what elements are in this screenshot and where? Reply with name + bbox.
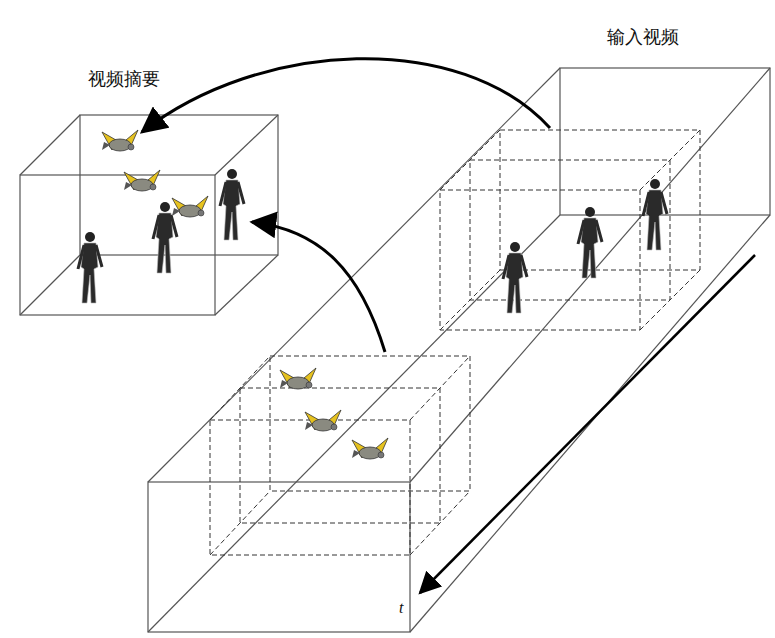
- walking-person: [220, 169, 244, 240]
- flying-bird: [172, 196, 208, 217]
- walking-person: [503, 242, 527, 313]
- flying-bird: [352, 438, 388, 459]
- input-title: 输入视频: [607, 26, 679, 48]
- summary-cube: [20, 115, 278, 315]
- summary-title: 视频摘要: [88, 68, 160, 90]
- time-axis-label: t: [399, 598, 403, 617]
- flying-bird: [124, 170, 160, 191]
- flying-bird: [280, 368, 316, 389]
- walking-person: [643, 179, 667, 250]
- move-arrow: [252, 222, 385, 352]
- dashed-subvolumes: [210, 130, 700, 555]
- time-axis-arrow: [420, 255, 755, 593]
- input-video-volume: [148, 68, 770, 632]
- move-arrow: [142, 59, 550, 132]
- walking-person: [78, 232, 102, 303]
- objects: [78, 130, 667, 459]
- flying-bird: [305, 410, 341, 431]
- flying-bird: [102, 130, 138, 151]
- walking-person: [578, 207, 602, 278]
